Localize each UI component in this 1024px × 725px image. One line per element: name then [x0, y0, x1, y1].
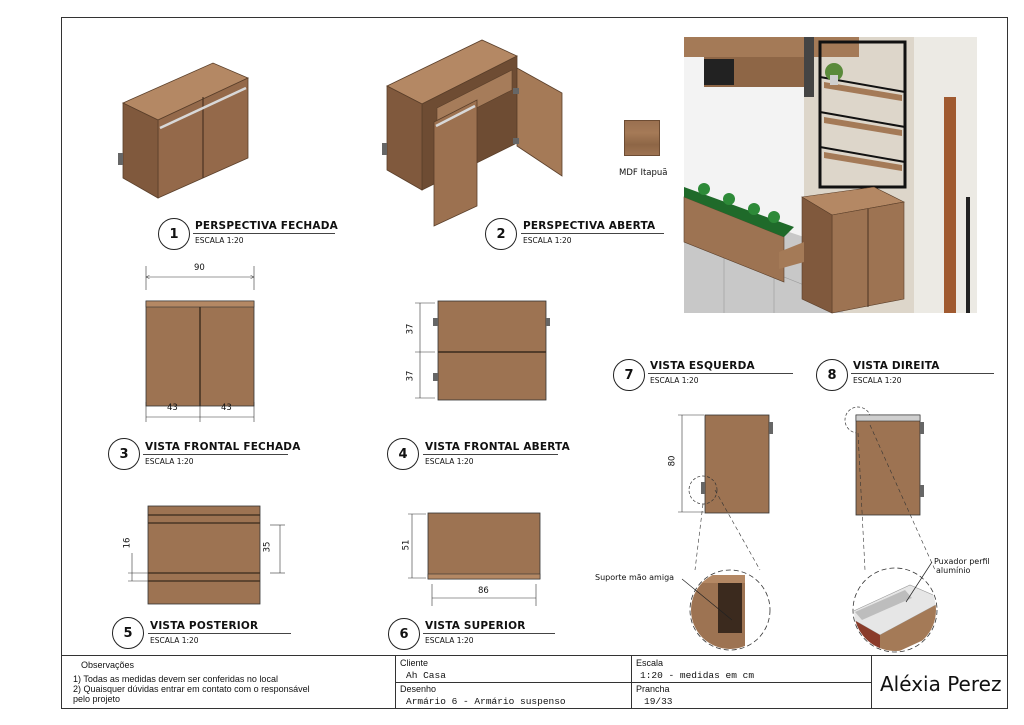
- view-scale-1: ESCALA 1:20: [195, 236, 244, 245]
- view-number-5: 5: [112, 617, 144, 649]
- view-title-7: VISTA ESQUERDA: [650, 360, 755, 372]
- view-title-3: VISTA FRONTAL FECHADA: [145, 441, 301, 453]
- view-title-4: VISTA FRONTAL ABERTA: [425, 441, 570, 453]
- perspective-open-drawing: [382, 39, 563, 227]
- dim-rear-height: 35: [262, 541, 273, 553]
- dim-front-width: 90: [194, 263, 205, 273]
- view-scale-5: ESCALA 1:20: [150, 636, 199, 645]
- tb-scale-cell: Escala 1:20 - medidas em cm Prancha 19/3…: [631, 656, 872, 709]
- view-number-6: 6: [388, 618, 420, 650]
- dim-top-width: 86: [478, 586, 489, 596]
- render-scene: [683, 37, 977, 314]
- sheet-value: 19/33: [644, 696, 673, 707]
- scale-value: 1:20 - medidas em cm: [640, 670, 755, 681]
- drawing-value: Armário 6 - Armário suspenso: [406, 696, 566, 707]
- client-label: Cliente: [400, 658, 429, 668]
- title-underline-3: [143, 454, 288, 455]
- callout-handle-line2: alumínio: [936, 566, 971, 575]
- dim-side-height: 80: [667, 455, 678, 467]
- dim-open-lower: 37: [405, 370, 416, 382]
- callout-support-leader: [681, 578, 733, 621]
- right-side-drawing: [844, 406, 938, 653]
- dim-top-depth: 51: [401, 539, 412, 551]
- view-scale-3: ESCALA 1:20: [145, 457, 194, 466]
- dim-front-right: 43: [221, 403, 232, 413]
- tb-author-cell: Aléxia Perez: [871, 656, 1008, 709]
- tb-client-cell: Cliente Ah Casa Desenho Armário 6 - Armá…: [395, 656, 632, 709]
- obs-line-2: 2) Quaisquer dúvidas entrar em contato c…: [73, 684, 310, 694]
- obs-title: Observações: [81, 660, 135, 670]
- view-title-8: VISTA DIREITA: [853, 360, 940, 372]
- view-title-6: VISTA SUPERIOR: [425, 620, 526, 632]
- view-number-1: 1: [158, 218, 190, 250]
- view-scale-6: ESCALA 1:20: [425, 636, 474, 645]
- perspective-closed-drawing: [118, 62, 249, 199]
- rear-view-drawing: [128, 505, 285, 605]
- dim-front-left: 43: [167, 403, 178, 413]
- scale-label: Escala: [636, 658, 664, 668]
- drawing-label: Desenho: [400, 684, 437, 694]
- sheet-label: Prancha: [636, 684, 670, 694]
- view-number-7: 7: [613, 359, 645, 391]
- material-label: MDF Itapuã: [619, 168, 668, 178]
- title-underline-2: [521, 233, 664, 234]
- author-name: Aléxia Perez: [880, 672, 1002, 696]
- client-value: Ah Casa: [406, 670, 446, 681]
- view-scale-7: ESCALA 1:20: [650, 376, 699, 385]
- view-number-8: 8: [816, 359, 848, 391]
- top-view-drawing: [408, 512, 541, 606]
- callout-support: Suporte mão amiga: [595, 573, 675, 582]
- view-number-3: 3: [108, 438, 140, 470]
- tb-scale-divider: [632, 682, 872, 683]
- obs-line-3: pelo projeto: [73, 694, 121, 704]
- title-underline-4: [423, 454, 558, 455]
- left-side-drawing: [678, 414, 773, 651]
- title-underline-7: [648, 373, 793, 374]
- view-number-4: 4: [387, 438, 419, 470]
- tb-client-divider: [396, 682, 632, 683]
- view-scale-4: ESCALA 1:20: [425, 457, 474, 466]
- view-title-1: PERSPECTIVA FECHADA: [195, 220, 338, 232]
- callout-handle-line1: Puxador perfil: [934, 557, 990, 566]
- view-number-2: 2: [485, 218, 517, 250]
- view-scale-8: ESCALA 1:20: [853, 376, 902, 385]
- title-underline-5: [148, 633, 291, 634]
- dim-open-upper: 37: [405, 323, 416, 335]
- view-scale-2: ESCALA 1:20: [523, 236, 572, 245]
- front-open-drawing: [415, 300, 550, 401]
- callout-handle-leader: [905, 561, 933, 603]
- front-closed-drawing: [145, 266, 255, 422]
- material-swatch: [624, 120, 660, 156]
- title-underline-6: [423, 633, 555, 634]
- view-title-5: VISTA POSTERIOR: [150, 620, 259, 632]
- obs-line-1: 1) Todas as medidas devem ser conferidas…: [73, 674, 278, 684]
- title-block: Observações 1) Todas as medidas devem se…: [61, 655, 1008, 709]
- view-title-2: PERSPECTIVA ABERTA: [523, 220, 656, 232]
- dim-rear-strip: 16: [122, 537, 133, 549]
- title-underline-8: [851, 373, 994, 374]
- title-underline-1: [193, 233, 335, 234]
